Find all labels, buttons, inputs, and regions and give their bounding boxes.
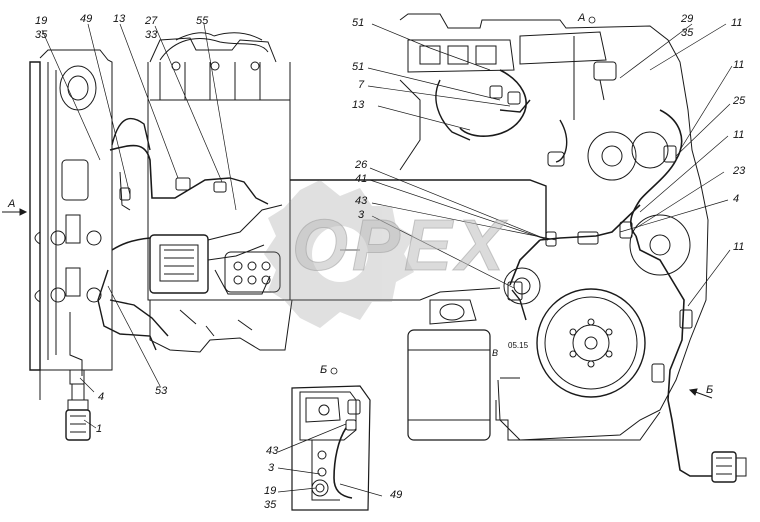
callout-55: 55 <box>196 15 209 27</box>
watermark-gear-icon <box>264 180 414 328</box>
callout-11-c: 11 <box>733 129 745 141</box>
callout-26: 26 <box>355 159 368 171</box>
callout-29: 29 <box>681 13 694 25</box>
callout-43-inset: 43 <box>266 445 279 457</box>
callout-27: 27 <box>145 15 158 27</box>
callout-11-b: 11 <box>733 59 745 71</box>
view-marker-a-top: А <box>578 12 586 24</box>
callout-33: 33 <box>145 29 158 41</box>
callout-49: 49 <box>80 13 93 25</box>
callout-4-left: 4 <box>98 391 105 403</box>
callout-53: 53 <box>155 385 168 397</box>
marker-code: 05.15 <box>508 341 529 350</box>
callout-4-right: 4 <box>733 193 740 205</box>
view-marker-b-arrow: Б <box>706 384 714 396</box>
left-engine-view <box>2 32 293 441</box>
callout-35: 35 <box>35 29 48 41</box>
callout-11-d: 11 <box>733 241 745 253</box>
callout-7: 7 <box>358 79 365 91</box>
callout-11-a: 11 <box>731 17 743 29</box>
callout-13-right: 13 <box>352 99 365 111</box>
callout-43: 43 <box>355 195 368 207</box>
callout-49-inset: 49 <box>390 489 403 501</box>
callout-3-inset: 3 <box>268 462 275 474</box>
callout-19-inset: 19 <box>264 485 277 497</box>
callout-25: 25 <box>733 95 746 107</box>
callout-35-inset: 35 <box>264 499 277 511</box>
callout-3: 3 <box>358 209 365 221</box>
callout-23: 23 <box>733 165 746 177</box>
callout-13: 13 <box>113 13 126 25</box>
callout-41: 41 <box>355 173 368 185</box>
view-marker-a-left: А <box>8 198 16 210</box>
callout-1: 1 <box>96 423 103 435</box>
callout-35-right: 35 <box>681 27 694 39</box>
right-engine-view <box>290 13 747 483</box>
callout-19: 19 <box>35 15 48 27</box>
inset-view-b <box>291 385 371 511</box>
view-marker-b-inset: Б <box>320 364 328 376</box>
marker-v: В <box>492 348 499 358</box>
watermark-text: OPEX <box>292 206 508 286</box>
callout-51-top: 51 <box>352 17 365 29</box>
callout-51: 51 <box>352 61 365 73</box>
leader-lines <box>41 23 733 497</box>
